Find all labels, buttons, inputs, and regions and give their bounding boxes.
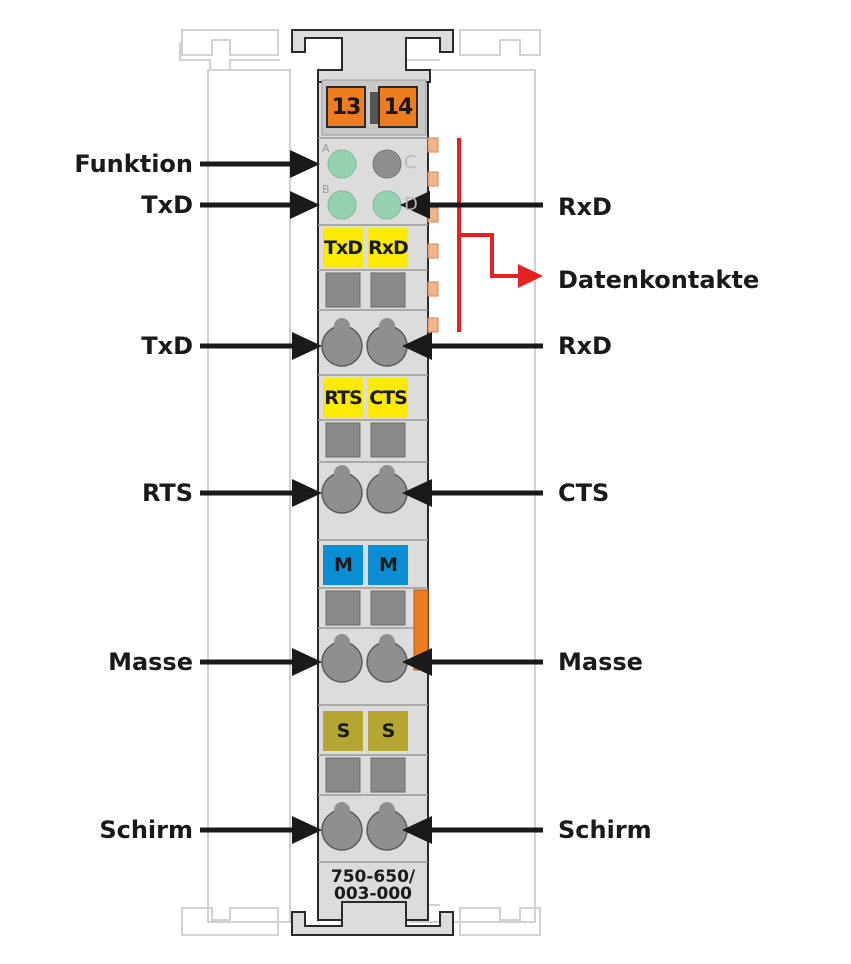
tag-cts: CTS bbox=[368, 378, 408, 418]
tag-s-left: S bbox=[323, 711, 363, 751]
part-number-line2: 003-000 bbox=[333, 884, 413, 904]
top-connector-divider bbox=[370, 92, 380, 124]
data-contacts-bracket bbox=[457, 138, 520, 332]
tag-m-left: M bbox=[323, 545, 363, 585]
connector-14: 14 bbox=[378, 86, 418, 128]
label-rxd-terminal: RxD bbox=[558, 332, 612, 360]
led-letter-a: A bbox=[322, 142, 330, 155]
tag-rxd: RxD bbox=[368, 228, 409, 268]
tag-s-right: S bbox=[368, 711, 408, 751]
connector-13: 13 bbox=[326, 86, 366, 128]
terminal-slots bbox=[334, 318, 395, 828]
top-clip bbox=[291, 29, 454, 83]
led-c bbox=[372, 149, 402, 179]
data-contact-tabs bbox=[427, 137, 439, 333]
label-rts: RTS bbox=[141, 479, 193, 507]
label-cts: CTS bbox=[558, 479, 610, 507]
tag-rts: RTS bbox=[323, 378, 363, 418]
label-funktion: Funktion bbox=[74, 150, 193, 178]
label-schirm-left: Schirm bbox=[99, 816, 193, 844]
label-rxd-led: RxD bbox=[558, 193, 612, 221]
bottom-clip bbox=[291, 901, 454, 936]
release-buttons bbox=[325, 272, 406, 793]
pointer-arrowheads bbox=[290, 150, 432, 844]
led-a-function bbox=[327, 149, 357, 179]
led-d-rxd bbox=[372, 190, 402, 220]
pointer-arrows bbox=[200, 161, 543, 833]
label-schirm-right: Schirm bbox=[558, 816, 652, 844]
led-letter-d: D bbox=[404, 194, 418, 215]
label-datenkontakte: Datenkontakte bbox=[558, 266, 760, 294]
label-txd-terminal: TxD bbox=[141, 332, 193, 360]
tag-txd: TxD bbox=[323, 228, 363, 268]
label-masse-left: Masse bbox=[108, 648, 193, 676]
label-txd-led: TxD bbox=[141, 191, 193, 219]
data-contacts-arrowhead bbox=[518, 264, 543, 288]
tag-m-right: M bbox=[368, 545, 408, 585]
label-masse-right: Masse bbox=[558, 648, 643, 676]
led-b-txd bbox=[327, 190, 357, 220]
part-number-line1: 750-650/ bbox=[330, 867, 416, 887]
led-letter-c: C bbox=[404, 152, 417, 173]
section-separators bbox=[318, 137, 428, 863]
led-letter-b: B bbox=[322, 183, 330, 196]
